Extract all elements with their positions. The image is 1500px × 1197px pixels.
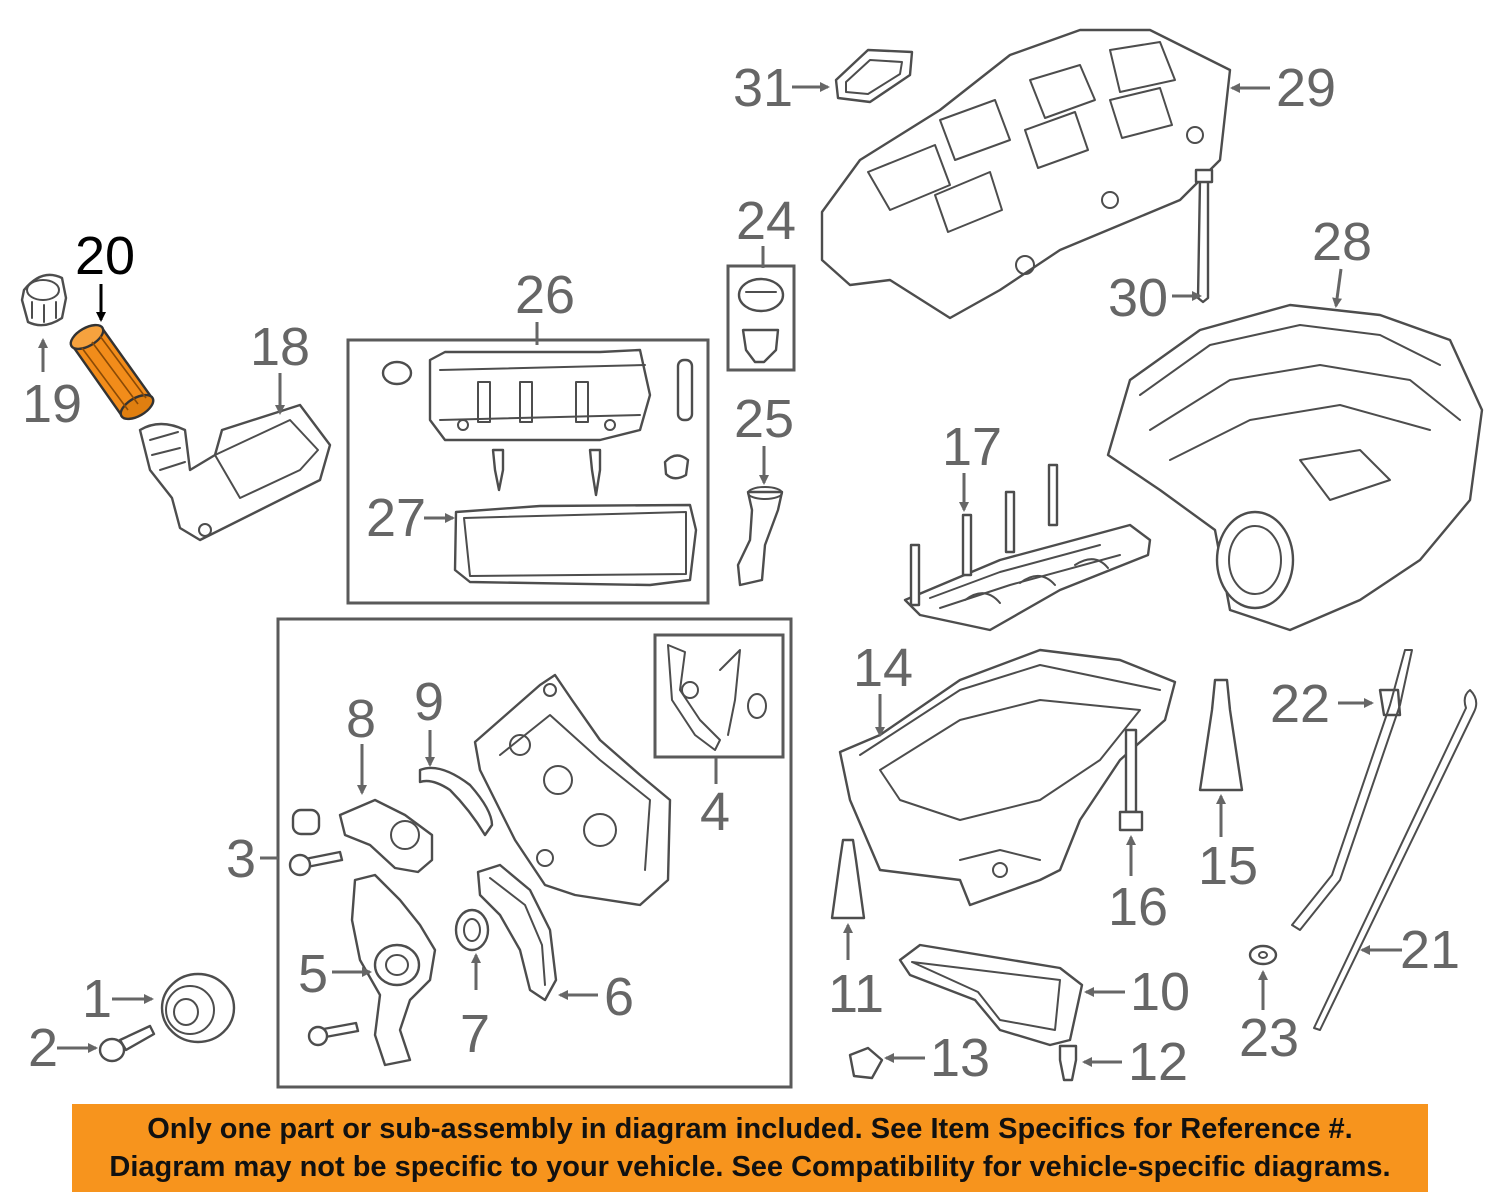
callout-18[interactable]: 18 xyxy=(250,317,310,377)
upper-intake-manifold-part[interactable] xyxy=(1106,303,1484,632)
timing-cover-gasket-part[interactable] xyxy=(476,863,558,1002)
callout-2[interactable]: 2 xyxy=(28,1018,58,1078)
water-pump-part[interactable] xyxy=(288,798,434,877)
callout-6[interactable]: 6 xyxy=(604,967,634,1027)
sealant-tube-11-part[interactable] xyxy=(830,838,866,920)
chain-guide-part[interactable] xyxy=(418,766,494,837)
callout-19[interactable]: 19 xyxy=(22,374,82,434)
oil-filter-element-part[interactable] xyxy=(67,320,157,424)
callout-5[interactable]: 5 xyxy=(298,944,328,1004)
callout-3[interactable]: 3 xyxy=(226,829,256,889)
plug-13-part[interactable] xyxy=(848,1046,884,1080)
callout-7[interactable]: 7 xyxy=(460,1004,490,1064)
gasket-set-box xyxy=(653,633,785,759)
callout-21[interactable]: 21 xyxy=(1400,920,1460,980)
callout-14[interactable]: 14 xyxy=(853,638,913,698)
oil-pan-bolt-part[interactable] xyxy=(1118,728,1144,832)
thermostat-housing-part[interactable] xyxy=(307,873,437,1067)
callout-15[interactable]: 15 xyxy=(1198,836,1258,896)
oil-filler-tube-part[interactable] xyxy=(736,486,784,587)
callout-8[interactable]: 8 xyxy=(346,689,376,749)
callout-labels: 20 19 18 26 27 24 25 31 29 30 28 17 14 1… xyxy=(22,58,1460,1092)
callout-20[interactable]: 20 xyxy=(75,226,135,286)
crank-pulley-part[interactable] xyxy=(160,972,236,1044)
windage-tray-part[interactable] xyxy=(903,463,1152,632)
valve-cover-gasket-part[interactable] xyxy=(453,503,698,587)
callout-17[interactable]: 17 xyxy=(942,417,1002,477)
valve-cover-part[interactable] xyxy=(381,348,694,497)
callout-25[interactable]: 25 xyxy=(734,389,794,449)
callout-26[interactable]: 26 xyxy=(515,265,575,325)
oil-cap-group-box xyxy=(726,264,796,372)
oil-pan-upper-part[interactable] xyxy=(838,648,1177,907)
sealant-tube-15-part[interactable] xyxy=(1198,678,1244,792)
drain-plug-part[interactable] xyxy=(1058,1044,1078,1082)
callout-27[interactable]: 27 xyxy=(366,488,426,548)
oil-filter-housing-part[interactable] xyxy=(138,403,332,542)
valve-cover-group-box xyxy=(346,338,710,605)
disclaimer-banner: Only one part or sub-assembly in diagram… xyxy=(72,1104,1428,1192)
callout-13[interactable]: 13 xyxy=(930,1028,990,1088)
oil-filler-cap-part[interactable] xyxy=(737,277,785,364)
oil-pan-lower-part[interactable] xyxy=(898,943,1084,1047)
disclaimer-line-1: Only one part or sub-assembly in diagram… xyxy=(147,1113,1353,1145)
lower-intake-manifold-part[interactable] xyxy=(820,28,1232,320)
pulley-bolt-part[interactable] xyxy=(98,1024,156,1063)
front-seal-part[interactable] xyxy=(454,908,490,952)
callout-24[interactable]: 24 xyxy=(736,191,796,251)
callout-9[interactable]: 9 xyxy=(414,672,444,732)
leader-lines xyxy=(38,82,1402,1067)
callout-4[interactable]: 4 xyxy=(700,782,730,842)
callout-30[interactable]: 30 xyxy=(1108,268,1168,328)
timing-cover-part[interactable] xyxy=(473,673,672,907)
callout-28[interactable]: 28 xyxy=(1312,212,1372,272)
disclaimer-line-2: Diagram may not be specific to your vehi… xyxy=(109,1151,1391,1183)
timing-cover-group-box xyxy=(276,617,793,1089)
callout-23[interactable]: 23 xyxy=(1239,1008,1299,1068)
callout-31[interactable]: 31 xyxy=(733,58,793,118)
oil-filter-cap-part[interactable] xyxy=(20,273,68,327)
gasket-kit-part[interactable] xyxy=(667,644,767,751)
washer-part[interactable] xyxy=(1248,944,1278,966)
callout-1[interactable]: 1 xyxy=(82,969,112,1029)
callout-16[interactable]: 16 xyxy=(1108,877,1168,937)
callout-22[interactable]: 22 xyxy=(1270,674,1330,734)
dipstick-part[interactable] xyxy=(1313,689,1478,1031)
dipstick-tube-part[interactable] xyxy=(1291,649,1413,931)
callout-10[interactable]: 10 xyxy=(1130,962,1190,1022)
callout-29[interactable]: 29 xyxy=(1276,58,1336,118)
callout-12[interactable]: 12 xyxy=(1128,1032,1188,1092)
manifold-bolt-part[interactable] xyxy=(1194,168,1214,304)
intake-gasket-part[interactable] xyxy=(834,48,914,104)
callout-11[interactable]: 11 xyxy=(828,964,884,1024)
